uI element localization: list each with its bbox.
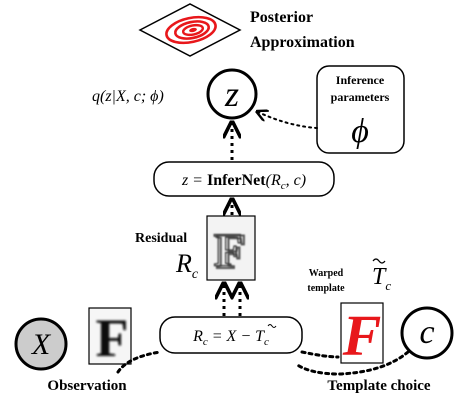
warped-template-label-line1: Warped <box>309 268 344 279</box>
latent-z-symbol: z <box>224 74 239 114</box>
infernet-block: z = InferNet(Rc, c) <box>153 161 335 197</box>
residual-image-frame <box>206 215 256 281</box>
template-choice-c-node <box>400 306 454 360</box>
latent-z-node <box>206 68 258 120</box>
observation-label: Observation <box>47 378 127 394</box>
warped-template-image-frame <box>340 302 384 364</box>
residual-symbol: Rc <box>175 249 199 282</box>
posterior-label-line2: Approximation <box>250 34 355 51</box>
posterior-label-line1: Posterior <box>250 9 313 26</box>
residual-label: Residual <box>135 231 187 246</box>
posterior-contour-icon <box>165 15 217 45</box>
residual-equation-box <box>159 316 303 354</box>
infernet-box <box>153 161 335 197</box>
observation-image-frame <box>88 307 132 365</box>
connector-observation-to-equation <box>116 350 162 374</box>
warped-template-glyph-icon: F <box>342 303 382 368</box>
residual-equation-block: Rc = X − Tc <box>159 316 303 354</box>
warped-template-label-line2: template <box>307 283 345 294</box>
observation: X F Observation <box>14 307 132 394</box>
infernet-equation: z = InferNet(Rc, c) <box>181 172 306 192</box>
posterior-approximation: Posterior Approximation <box>138 3 355 57</box>
observation-x-node <box>14 317 68 371</box>
infernet-tail: , c) <box>286 172 306 189</box>
observation-x-symbol: X <box>31 328 52 361</box>
template-choice-c-symbol: c <box>419 314 434 351</box>
svg-text:F: F <box>213 224 242 277</box>
connector-template-choice-to-equation <box>294 350 410 376</box>
residual-equation: Rc = X − Tc <box>192 328 269 348</box>
infernet-args: (R <box>266 172 281 189</box>
template-choice-label: Template choice <box>327 378 431 394</box>
infernet-fn: InferNet <box>207 172 266 189</box>
inference-parameters-line2: parameters <box>331 90 390 104</box>
latent-z-distribution: q(z|X, c; ϕ) <box>92 88 164 105</box>
template-choice: c Template choice <box>327 306 454 394</box>
infernet-sub: c <box>281 180 286 192</box>
warped-template: Warped template Tc F <box>307 258 391 368</box>
observation-glyph-icon: F <box>96 308 129 368</box>
residual-glyph-icon: F F <box>213 222 248 280</box>
infernet-lhs: z = <box>181 172 207 189</box>
inference-parameters-box <box>316 65 405 154</box>
connector-template-to-equation <box>300 350 340 359</box>
warped-symbol-tilde-icon <box>372 258 386 264</box>
equation-tilde-icon <box>267 324 277 328</box>
svg-text:F: F <box>96 308 129 368</box>
inference-parameters-line1: Inference <box>336 73 385 87</box>
warped-template-symbol: Tc <box>372 264 391 293</box>
inference-parameters-phi: ϕ <box>351 113 369 150</box>
inference-parameters: Inference parameters ϕ <box>316 65 405 154</box>
residual: F F Residual Rc <box>135 215 256 282</box>
svg-text:F: F <box>216 223 247 279</box>
arrow-phi-to-z <box>258 112 318 129</box>
latent-z: z q(z|X, c; ϕ) <box>92 68 258 120</box>
